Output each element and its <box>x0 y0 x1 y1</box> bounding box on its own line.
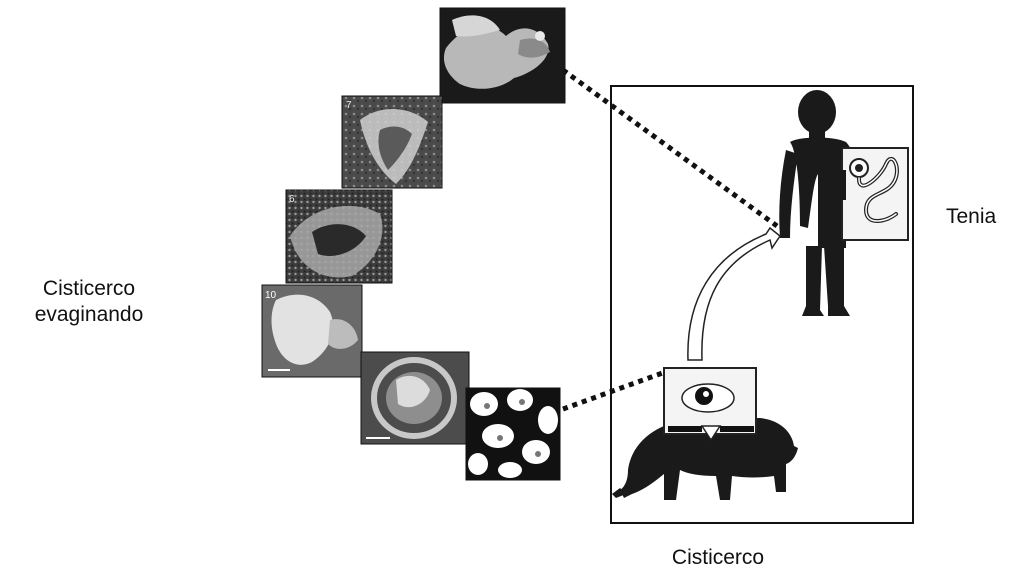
micrograph-photo-1 <box>440 8 565 103</box>
micrograph-photo-6 <box>466 388 560 480</box>
dotted-connector-bottom <box>563 371 668 409</box>
micrograph-photo-2: 7 <box>342 96 442 188</box>
tapeworm-inset <box>836 148 908 240</box>
micrograph-photo-4: 10 <box>262 285 362 377</box>
micrograph-tag-3: 6 <box>289 194 295 205</box>
transmission-arrow <box>688 228 780 360</box>
micrograph-photo-3: 6 <box>286 190 392 283</box>
cysticercus-inset <box>664 368 756 440</box>
micrograph-tag-2: 7 <box>346 100 352 111</box>
dotted-connector-top <box>563 70 777 226</box>
micrograph-photo-5 <box>361 352 469 444</box>
micrograph-tag-4: 10 <box>265 290 277 301</box>
